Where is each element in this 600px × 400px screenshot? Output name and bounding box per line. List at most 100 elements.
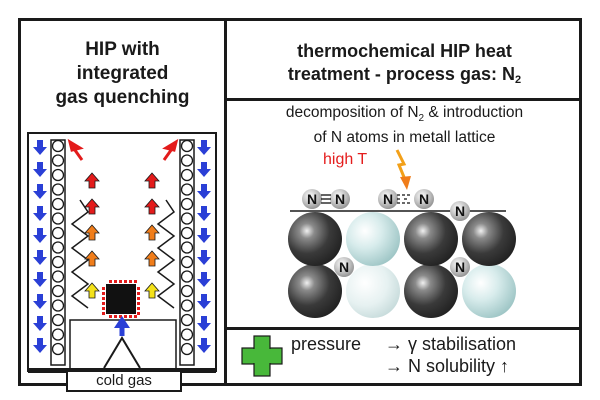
chip-pin [119,315,122,318]
outflow-right-arrow [162,138,179,161]
down-arrow-icon [33,228,47,243]
right-title-line-1: thermochemical HIP heat [297,41,512,61]
down-arrow-icon [33,294,47,309]
chip-pin [137,307,140,310]
metal-atom [404,264,458,318]
effect-n-solubility: → N solubility ↑ [385,356,510,376]
metal-atom [404,212,458,266]
n2-molecule-atom [330,189,350,209]
interstitial-n-atom [450,257,470,277]
down-arrow-icon [33,316,47,331]
insulation-circle [51,183,65,196]
insulation-circle [180,299,194,312]
chip-pin [114,315,117,318]
effect-gamma-stabilisation: → γ stabilisation [385,334,517,354]
insulation-circle [51,154,65,167]
downward-gas-flow-arrows [33,140,211,353]
n-atom-label: N [307,191,317,207]
left-title-line-2: integrated [76,63,169,84]
workpiece-icon [102,280,140,318]
n-atom-label: N [455,203,465,219]
down-arrow-icon [33,338,47,353]
decomposition-line-1-prefix: decomposition of N [285,104,419,121]
up-arrow-icon [84,224,100,241]
plus-icon [241,335,283,377]
up-arrow-icon [84,198,100,215]
insulation-circle [51,168,65,182]
insulation-circle [51,328,65,341]
gas-inlet [103,336,141,369]
down-arrow-icon [197,140,211,155]
chip-pin [129,315,132,318]
chip-pin [109,280,112,283]
insulation-circle [180,183,194,196]
metal-atom [346,212,400,266]
up-arrow-icon [144,250,160,267]
up-arrow-icon [144,198,160,215]
insulation-circle [180,284,194,298]
insulation-circle [51,255,65,269]
surface-n-atom [450,201,470,221]
high-t-label: high T [323,151,368,168]
n2-molecule-atom [378,189,398,209]
up-arrow-icon [144,282,160,299]
right-title-subscript: 2 [514,74,522,86]
right-title-line-2-text: treatment - process gas: N [287,64,515,84]
insulation-circle [51,197,65,211]
insulation-circle [180,342,194,356]
n2-molecule-atom [302,189,322,209]
pressure-label: pressure [291,334,362,354]
down-arrow-icon [197,272,211,287]
up-arrow-icon [84,282,100,299]
decomposition-caption: decomposition of N2 & introduction of N … [227,103,582,147]
chip-pin [137,312,140,315]
chip-pin [137,292,140,295]
down-arrow-icon [197,184,211,199]
n-atom-label: N [335,191,345,207]
insulation-circle [51,342,65,356]
chip-pin [102,302,105,305]
hip-vessel [27,132,217,373]
n2-molecule-atom [414,189,434,209]
down-arrow-icon [197,250,211,265]
title-separator [227,98,582,101]
n-atom-label: N [419,191,429,207]
chip-pin [134,280,137,283]
down-arrow-icon [197,162,211,177]
atom-lattice: N N N N N N N [288,149,516,318]
down-arrow-icon [197,228,211,243]
insulation-circle [51,299,65,312]
breaking-bond [397,194,410,204]
bottom-separator [227,327,582,330]
left-panel-title: HIP with integrated gas quenching [21,38,224,110]
insulation-circle [51,241,65,254]
chip-pin [134,315,137,318]
chip-pin [102,287,105,290]
insulation-circle [51,284,65,298]
left-title-line-1: HIP with [85,39,160,60]
metal-atom [288,212,342,266]
up-arrow-icon [84,250,100,267]
metal-atom [346,264,400,318]
metal-atom [462,212,516,266]
down-arrow-icon [33,184,47,199]
lightning-icon [395,149,408,183]
outflow-left-arrow [67,138,84,161]
chip-pin [114,280,117,283]
upward-gas-flow-arrows [84,172,160,299]
chip-pin [109,315,112,318]
chip-pin [119,280,122,283]
down-arrow-icon [197,294,211,309]
up-arrow-icon [144,172,160,189]
insulation-circle [180,270,194,283]
decomposition-subscript: 2 [418,113,425,125]
insulation-circle [180,255,194,269]
insulation-circle [180,226,194,240]
right-title-line-2: treatment - process gas: N2 [227,63,582,92]
insulation-circle [180,154,194,167]
insulation-circle [51,313,65,327]
down-arrow-icon [197,206,211,221]
pressure-effects: → γ stabilisation → N solubility ↑ [385,333,516,377]
insulation-circle [180,241,194,254]
